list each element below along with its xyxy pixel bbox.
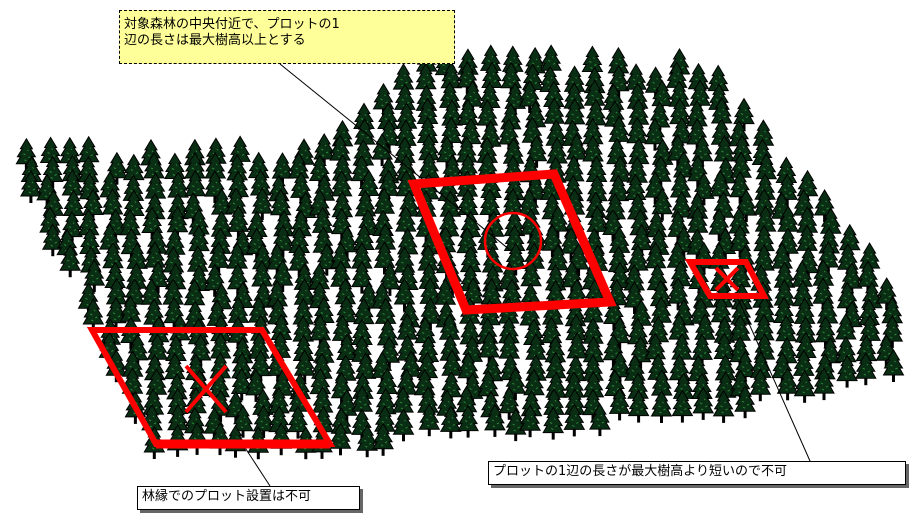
plot-right-small: [684, 259, 769, 299]
callout-small-plot-note: プロットの1辺の長さが最大樹高より短いので不可: [488, 461, 906, 485]
cross-mark-icon: [714, 266, 740, 292]
leader-line-top: [279, 63, 511, 251]
conifer-tree-icon: [651, 390, 672, 424]
cross-mark-icon: [184, 364, 228, 414]
center-circle-icon: [483, 211, 543, 271]
callout-edge-plot-note: 林縁でのプロット設置は不可: [137, 486, 360, 510]
leader-line-right: [734, 291, 811, 462]
callout-top-line2: 辺の長さは最大樹高以上とする: [124, 33, 306, 48]
callout-center-plot-note: 対象森林の中央付近で、プロットの1 辺の長さは最大樹高以上とする: [119, 10, 455, 64]
plot-center-valid: [407, 169, 617, 315]
callout-top-line1: 対象森林の中央付近で、プロットの1: [124, 17, 340, 32]
plot-left-edge: [86, 327, 336, 449]
forest-trees: [15, 44, 904, 460]
